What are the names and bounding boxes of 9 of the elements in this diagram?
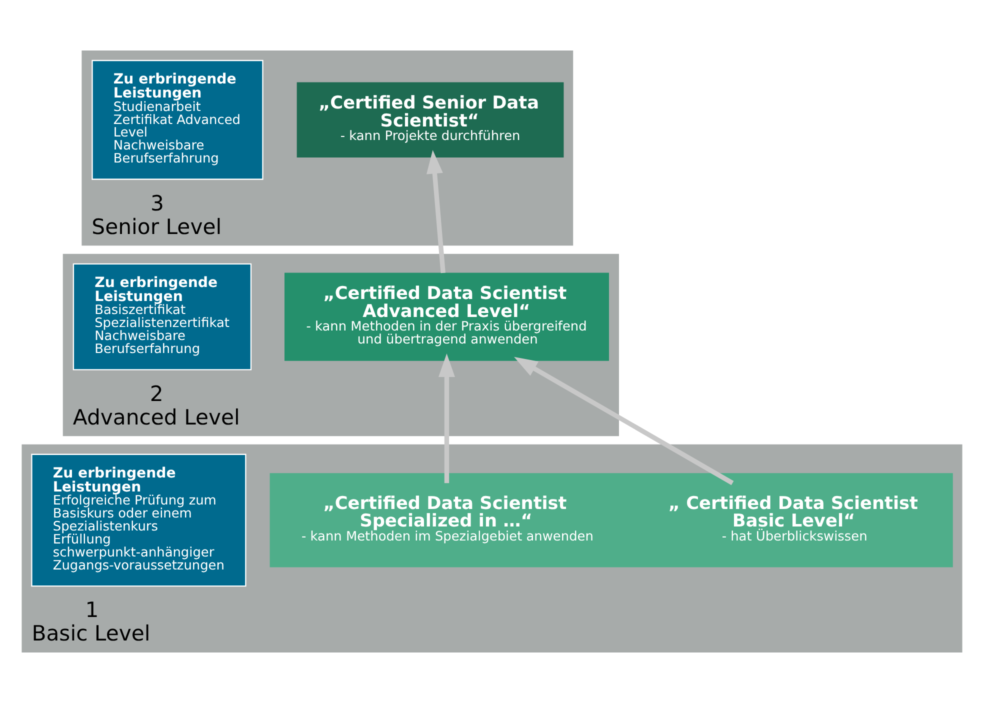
node-box: „Certified Senior Data Scientist“ - kann Projekte durchführen [296,82,564,157]
node-box: Zu erbringende Leistungen Basiszertifikat Spezialistenzertifikat Nachweisbare Berufserfahrung [72,262,252,370]
node-text: „ Certified Data Scientist Basic Level“ - hat Überblickswissen [668,494,918,544]
node-box: Zu erbringende Leistungen Studienarbeit Zertifikat Advanced Level Nachweisbare Berufserfahrung [92,59,264,180]
node-box: „Certified Data Scientist Advanced Level“ - kann Methoden in der Praxis übergreifend und übertragend anwenden [284,272,609,360]
cluster [270,472,953,567]
arrow [438,352,455,483]
node-box: Zu erbringende Leistungen Erfolgreiche Prüfung zum Basiskurs oder einem Spezialistenkurs Erfüllung schwerpunkt-anhängiger Zugangs-voraussetzungen [31,453,246,586]
node-text: „Certified Data Scientist Specialized in …“ - kann Methoden im Spezialgebiet anwenden [302,494,594,544]
